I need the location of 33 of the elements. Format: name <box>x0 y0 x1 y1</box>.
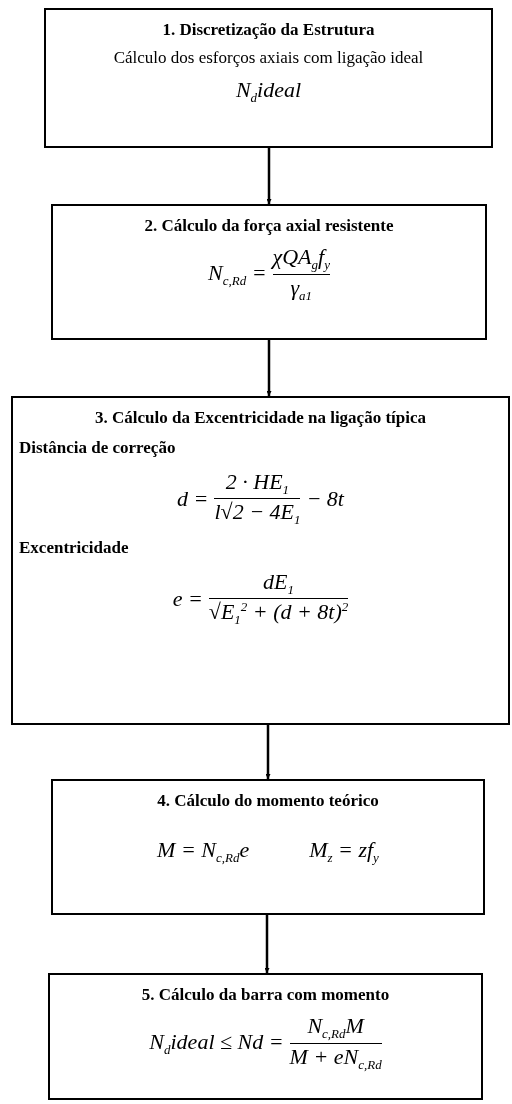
process-box <box>44 8 493 148</box>
subheading: Distância de correção <box>19 438 176 459</box>
formula-text: N$_{c,Rd}$ = <box>208 259 267 289</box>
formula-text: l√2 − 4E$_{1}$ <box>214 499 301 529</box>
process-box <box>51 779 485 915</box>
formula-text: √E$_{1}$$^{2}$ + (d + 8t)$^{2}$ <box>208 599 349 629</box>
arrow <box>266 340 272 396</box>
arrow <box>266 148 272 204</box>
step-description: Cálculo dos esforços axiais com ligação ideal <box>113 48 424 69</box>
arrow <box>265 725 271 779</box>
formula-text: − 8t <box>306 485 344 512</box>
formula-text: γ$_{a1}$ <box>290 274 313 305</box>
formula-text: M + eN$_{c,Rd}$ <box>289 1043 382 1074</box>
step-title: 1. Discretização da Estrutura <box>162 20 375 41</box>
formula-text: N$_{d}$ideal ≤ Nd = <box>149 1028 284 1058</box>
formula-text: N$_{d}$ideal <box>235 76 302 107</box>
step-title: 3. Cálculo da Excentricidade na ligação típica <box>95 408 426 429</box>
formula-text: dE$_{1}$ <box>263 568 295 599</box>
process-box <box>51 204 487 340</box>
subheading: Excentricidade <box>19 538 129 559</box>
process-box <box>11 396 510 725</box>
process-box <box>48 973 483 1100</box>
formula-text: d = <box>177 485 209 512</box>
formula-text: M$_{z}$ = zf$_{y}$ <box>309 837 379 867</box>
formula-text: e = <box>172 586 203 612</box>
step-title: 5. Cálculo da barra com momento <box>141 985 390 1006</box>
formula-text: N$_{c,Rd}$M <box>307 1013 364 1043</box>
formula-text: χQA$_{g}$f$_{y}$ <box>272 244 330 274</box>
formula-text: 2 · HE$_{1}$ <box>225 468 290 499</box>
formula-text: M = N$_{c,Rd}$e <box>157 837 250 867</box>
step-title: 2. Cálculo da força axial resistente <box>144 216 394 237</box>
arrow <box>264 915 270 973</box>
step-title: 4. Cálculo do momento teórico <box>157 791 379 812</box>
